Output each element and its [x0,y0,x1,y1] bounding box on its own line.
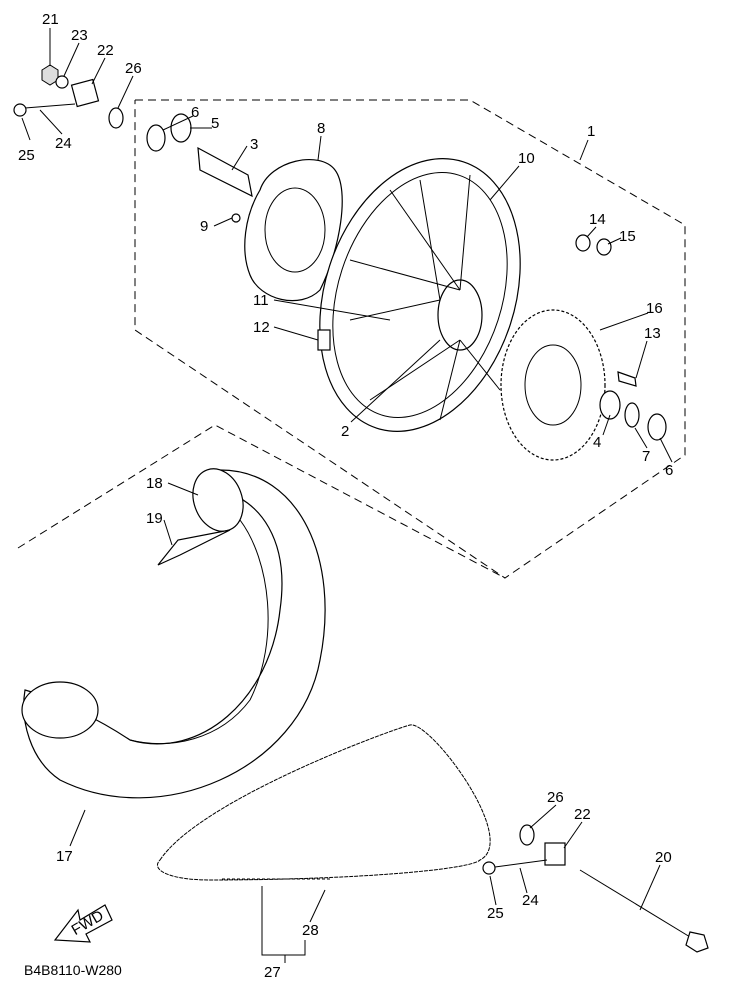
nut-25 [13,103,27,117]
callout-20: 20 [655,849,672,866]
circlip-7 [624,402,640,428]
callout-2: 2 [341,423,349,440]
bolt-24b [494,859,548,868]
sprocket-16 [500,309,606,461]
callouts: 21 23 22 26 6 5 3 8 10 1 9 14 15 16 11 1… [18,11,673,981]
callout-25b: 25 [487,905,504,922]
callout-21: 21 [42,11,59,28]
bearing-4 [599,390,621,420]
callout-26b: 26 [547,789,564,806]
callout-23: 23 [71,27,88,44]
callout-4: 4 [593,434,601,451]
oil-seal-6b [647,413,667,441]
rim-band-19 [157,529,231,566]
brake-disc-8 [244,159,343,302]
assembly-outline-1 [134,99,686,579]
forward-arrow-icon: FWD [53,904,113,943]
callout-24b: 24 [522,892,539,909]
callout-26: 26 [125,60,142,77]
nut-25b [482,861,496,875]
axle-20 [579,869,696,941]
tire-17 [23,469,326,799]
callout-22: 22 [97,42,114,59]
nut-14 [575,234,591,252]
bolt-24 [24,103,76,109]
diagram-code: B4B8110-W280 [24,962,122,978]
callout-1: 1 [587,123,595,140]
hub-2 [437,279,483,351]
callout-7: 7 [642,448,650,465]
drive-chain-28 [157,724,491,881]
callout-22b: 22 [574,806,591,823]
callout-11: 11 [253,292,269,309]
callout-10: 10 [518,150,535,167]
bolt-13 [617,371,637,387]
washer-15 [596,238,612,256]
collar-26b [519,824,535,846]
callout-8: 8 [317,120,325,137]
callout-9: 9 [200,218,208,235]
adjuster-22b [544,842,566,866]
bolt-9 [231,213,241,223]
callout-27: 27 [264,964,281,981]
callout-28: 28 [302,922,319,939]
callout-18: 18 [146,475,163,492]
callout-6b: 6 [665,462,673,479]
rim-band-12 [317,329,331,351]
callout-13: 13 [644,325,661,342]
collar-26 [108,107,124,129]
callout-16: 16 [646,300,663,317]
tire-section [21,681,99,739]
callout-12: 12 [253,319,270,336]
rim-10 [319,158,521,432]
adjuster-22 [70,78,100,108]
callout-24: 24 [55,135,72,152]
callout-14: 14 [589,211,606,228]
oil-seal-6 [146,124,166,152]
callout-6: 6 [191,104,199,121]
callout-5: 5 [211,115,219,132]
callout-3: 3 [250,136,258,153]
callout-25: 25 [18,147,35,164]
washer-23 [55,75,69,89]
callout-15: 15 [619,228,636,245]
spacer-3 [197,146,253,198]
callout-19: 19 [146,510,163,527]
callout-17: 17 [56,848,73,865]
